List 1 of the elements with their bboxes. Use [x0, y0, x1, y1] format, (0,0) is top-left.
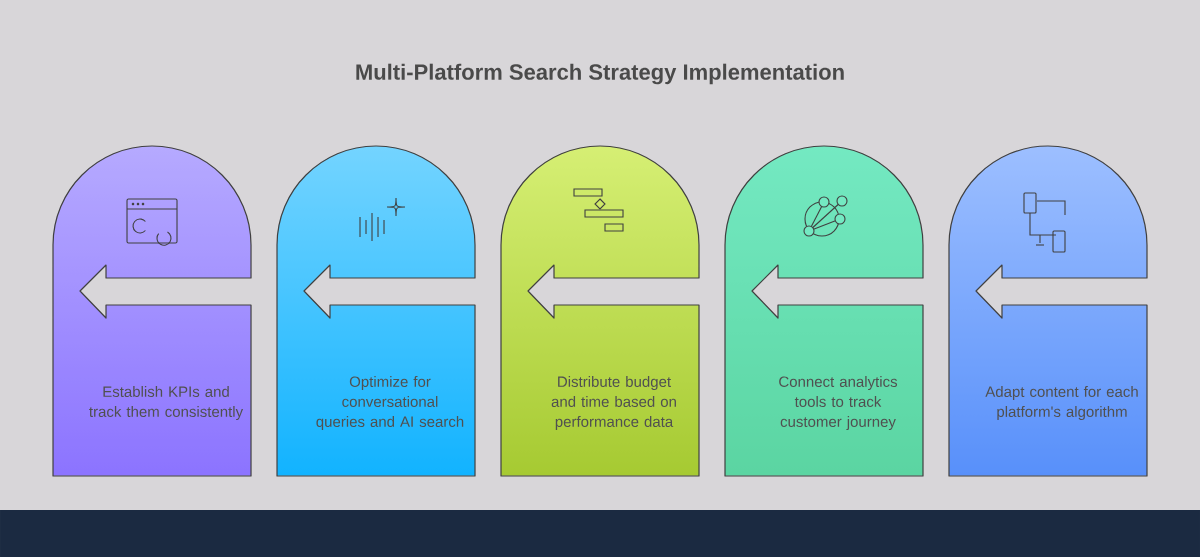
title: Multi-Platform Search Strategy Implementation	[356, 63, 844, 85]
